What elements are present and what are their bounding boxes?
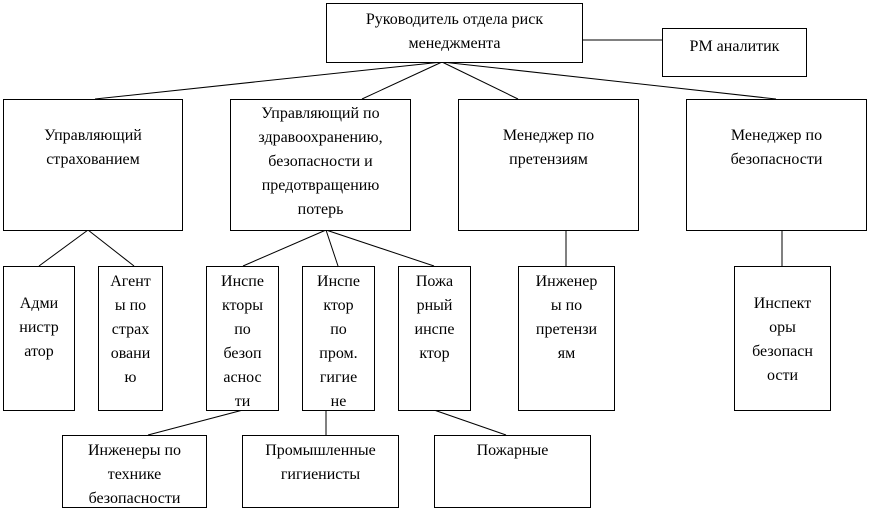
rm-analyst: PM аналитик: [662, 28, 807, 77]
staff-administrator: Адми нистр атор: [3, 266, 75, 411]
connector-m2-s4: [325, 229, 339, 267]
manager-security: Менеджер по безопасности: [686, 99, 867, 231]
specialist-firefighters: Пожарные: [434, 435, 591, 508]
staff-safety-inspectors: Инспе кторы по безоп аснос ти: [206, 266, 279, 411]
staff-claims-engineers: Инженер ы по претензи ям: [518, 266, 615, 411]
connector-head-m1: [94, 61, 443, 100]
connector-head-m4: [441, 61, 777, 100]
staff-hygiene-inspector: Инспе ктор по пром. гигие не: [302, 266, 375, 411]
specialist-industrial-hygienists: Промышленные гигиенисты: [242, 435, 399, 508]
connector-head-m2: [361, 61, 443, 100]
staff-insurance-agents: Агент ы по страх овани ю: [98, 266, 163, 411]
connector-m1-s1: [38, 229, 89, 267]
connector-m2-s3: [242, 229, 327, 267]
connector-m2-s5: [325, 229, 435, 267]
manager-health-safety: Управляющий по здравоохранению, безопасн…: [230, 99, 411, 231]
staff-fire-inspector: Пожа рный инспе ктор: [398, 266, 471, 411]
connector-s5-p3: [433, 409, 507, 436]
connector-s3-p1: [147, 409, 244, 436]
manager-insurance: Управляющий страхованием: [3, 99, 183, 231]
specialist-safety-engineers: Инженеры по технике безопасности: [62, 435, 207, 508]
connector-m1-s2: [87, 229, 135, 267]
staff-security-inspectors: Инспект оры безопасн ости: [734, 266, 831, 411]
connector-head-m3: [441, 61, 519, 100]
head-of-risk-management: Руководитель отдела риск менеджмента: [326, 3, 583, 63]
manager-claims: Менеджер по претензиям: [458, 99, 639, 231]
